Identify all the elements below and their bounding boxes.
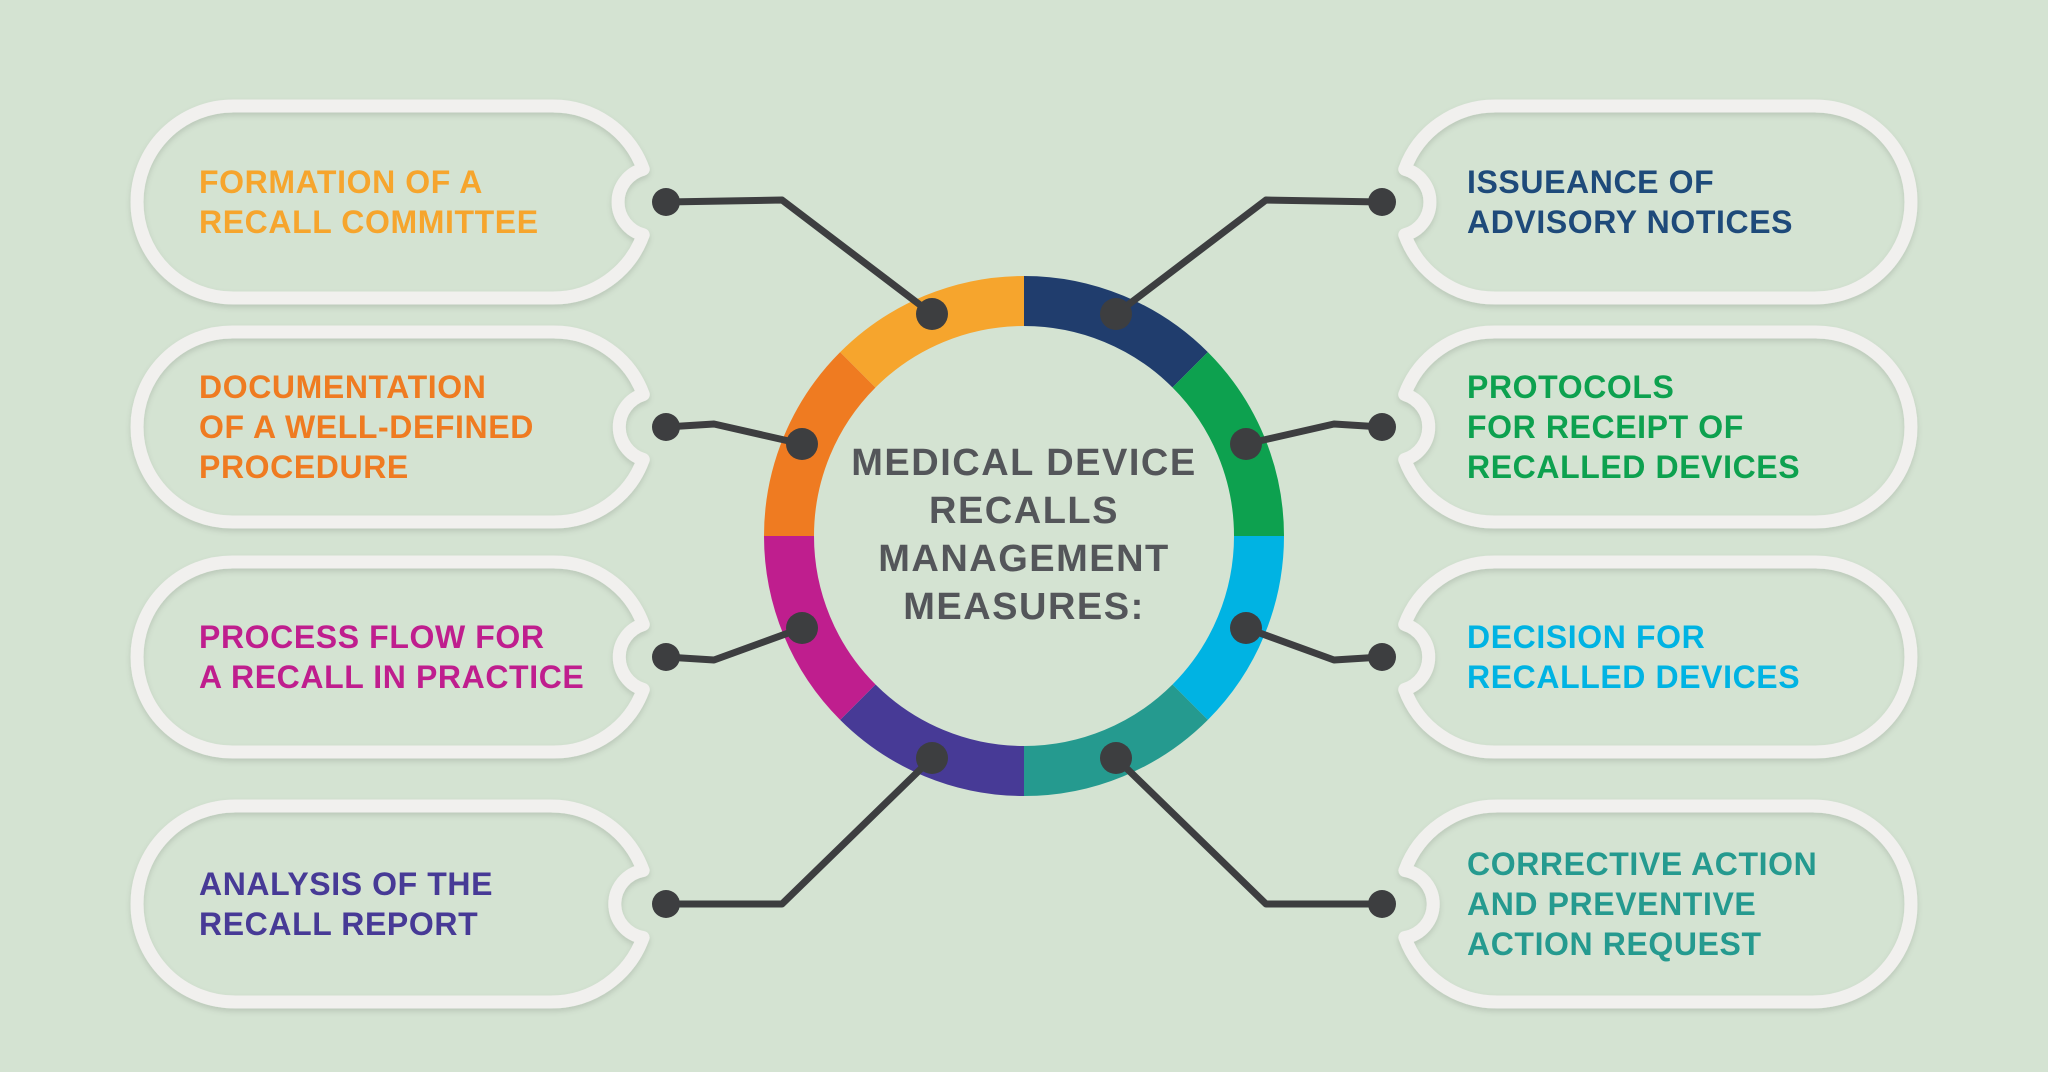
connector-box-dot-decision-recalled-devices: [1368, 643, 1396, 671]
box-outline-formation-recall-committee: [130, 99, 650, 305]
connector-line-process-flow-recall: [662, 624, 806, 664]
connector-line-corrective-preventive-action: [1112, 754, 1386, 908]
connector-ring-dot-documentation-procedure: [786, 428, 818, 460]
connector-line-protocols-receipt-devices: [1242, 420, 1386, 448]
connector-ring-dot-corrective-preventive-action: [1100, 742, 1132, 774]
box-label-issueance-advisory-notices: ISSUEANCE OF ADVISORY NOTICES: [1467, 164, 1794, 240]
connector-box-dot-process-flow-recall: [652, 643, 680, 671]
connector-line-issueance-advisory-notices: [1112, 196, 1386, 318]
box-outline-protocols-receipt-devices: [1398, 325, 1918, 529]
connector-ring-dot-formation-recall-committee: [916, 298, 948, 330]
box-label-decision-recalled-devices: DECISION FOR RECALLED DEVICES: [1467, 619, 1801, 695]
box-label-corrective-preventive-action: CORRECTIVE ACTION AND PREVENTIVE ACTION …: [1467, 846, 1818, 962]
connector-ring-dot-process-flow-recall: [786, 612, 818, 644]
connector-box-dot-corrective-preventive-action: [1368, 890, 1396, 918]
box-outline-decision-recalled-devices: [1398, 555, 1918, 759]
box-outline-issueance-advisory-notices: [1398, 99, 1918, 305]
connector-ring-dot-protocols-receipt-devices: [1230, 428, 1262, 460]
box-label-process-flow-recall: PROCESS FLOW FOR A RECALL IN PRACTICE: [199, 619, 585, 695]
connector-box-dot-issueance-advisory-notices: [1368, 188, 1396, 216]
box-outlines: [130, 99, 1918, 1009]
connectors: [652, 188, 1396, 918]
box-label-documentation-procedure: DOCUMENTATION OF A WELL-DEFINED PROCEDUR…: [199, 369, 534, 485]
connector-line-documentation-procedure: [662, 420, 806, 448]
box-outline-documentation-procedure: [130, 325, 650, 529]
connector-box-dot-documentation-procedure: [652, 413, 680, 441]
connector-line-decision-recalled-devices: [1242, 624, 1386, 664]
connector-line-formation-recall-committee: [662, 196, 936, 318]
box-label-analysis-recall-report: ANALYSIS OF THE RECALL REPORT: [199, 866, 494, 942]
connector-box-dot-protocols-receipt-devices: [1368, 413, 1396, 441]
connector-box-dot-analysis-recall-report: [652, 890, 680, 918]
ring-center-title: MEDICAL DEVICE RECALLS MANAGEMENT MEASUR…: [851, 442, 1197, 628]
box-outline-analysis-recall-report: [130, 799, 650, 1009]
box-outline-process-flow-recall: [130, 555, 650, 759]
connector-ring-dot-decision-recalled-devices: [1230, 612, 1262, 644]
connector-ring-dot-issueance-advisory-notices: [1100, 298, 1132, 330]
box-label-formation-recall-committee: FORMATION OF A RECALL COMMITTEE: [199, 164, 539, 240]
connector-ring-dot-analysis-recall-report: [916, 742, 948, 774]
box-outline-corrective-preventive-action: [1398, 799, 1918, 1009]
connector-box-dot-formation-recall-committee: [652, 188, 680, 216]
connector-line-analysis-recall-report: [662, 754, 936, 908]
box-label-protocols-receipt-devices: PROTOCOLS FOR RECEIPT OF RECALLED DEVICE…: [1467, 369, 1801, 485]
